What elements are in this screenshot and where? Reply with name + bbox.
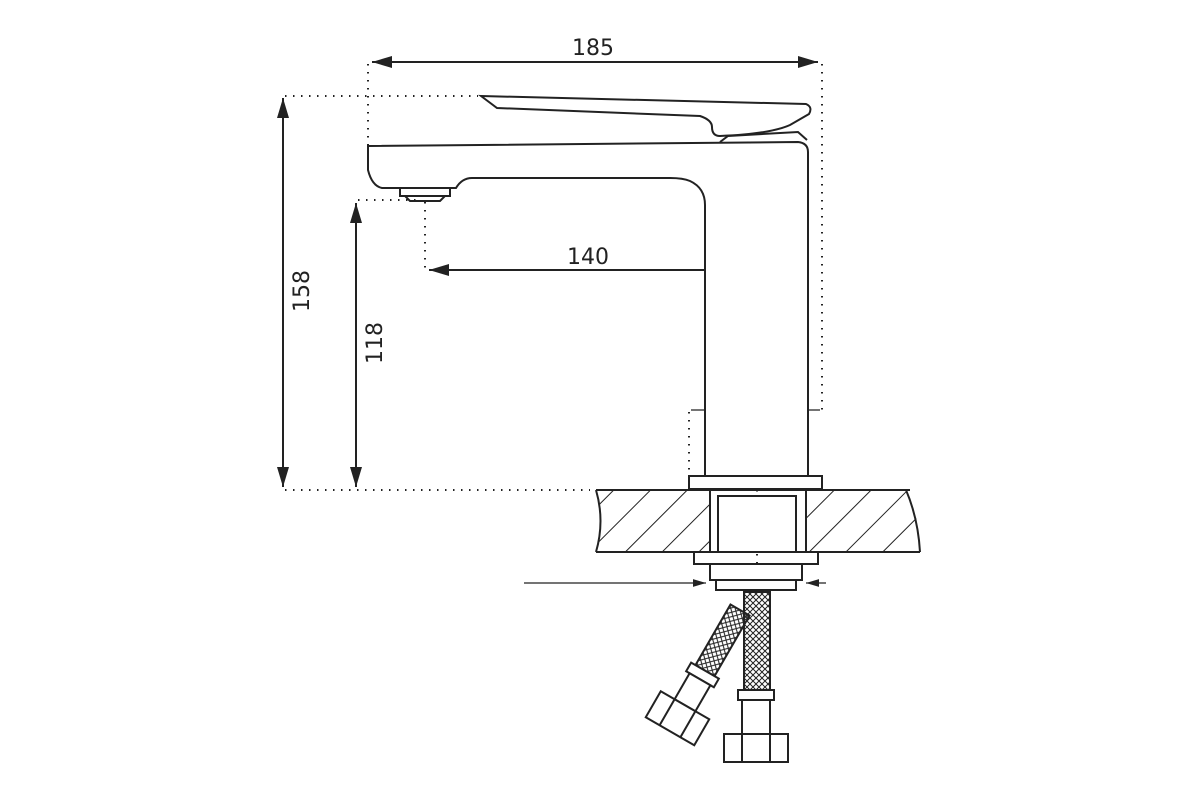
dimension-reach: 140 — [424, 202, 750, 276]
faucet-body — [367, 140, 809, 477]
dimension-label-outlet-height: 118 — [363, 322, 388, 364]
countertop-section — [595, 489, 921, 553]
dimension-label-overall-height: 158 — [290, 270, 315, 312]
supply-hose-angled — [644, 603, 751, 747]
dimension-overall-width: 185 — [367, 36, 823, 412]
faucet-handle — [477, 94, 812, 138]
handle-joint — [719, 130, 808, 143]
aerator — [399, 187, 451, 202]
dimension-label-reach: 140 — [567, 245, 609, 270]
dimension-label-overall-width: 185 — [572, 36, 614, 61]
supply-hose-straight — [723, 591, 789, 763]
base-flange — [688, 475, 823, 490]
dimension-outlet-height: 118 — [350, 199, 420, 487]
mounting-shank — [693, 495, 819, 591]
dimension-overall-height: 158 — [277, 95, 590, 491]
